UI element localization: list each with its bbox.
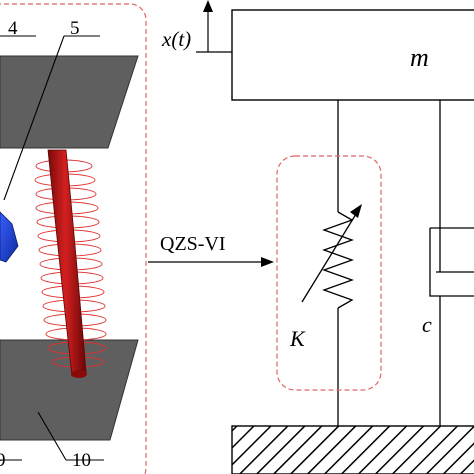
prototype-panel: 4 5 9 10 — [0, 3, 147, 474]
part-label-9: 9 — [0, 450, 6, 471]
top-plate — [0, 55, 139, 149]
damper — [429, 100, 474, 426]
qzs-vi-label: QZS-VI — [160, 233, 226, 255]
part-label-5: 5 — [70, 18, 80, 39]
damping-label: c — [422, 312, 432, 337]
mass-label: m — [410, 43, 429, 72]
arrow-head-icon — [261, 257, 274, 267]
part-label-10: 10 — [72, 450, 91, 471]
leader-lines — [0, 35, 104, 461]
rod-bottom-cap — [71, 370, 87, 378]
part-label-4: 4 — [8, 18, 18, 39]
mass-block — [231, 9, 474, 101]
vibration-isolator-model: x(t) m K c — [161, 0, 474, 474]
input-displacement-label: x(t) — [161, 27, 191, 51]
ground-hatched — [231, 425, 474, 474]
stiffness-label: K — [289, 326, 306, 351]
up-arrow-icon — [203, 0, 213, 12]
transform-arrow: QZS-VI — [148, 233, 274, 267]
variable-stiffness-spring — [322, 100, 354, 426]
bottom-plate — [0, 339, 139, 441]
blue-component — [0, 211, 19, 263]
prototype-dashed-outline — [0, 3, 147, 474]
diagonal-arrow-icon — [350, 204, 362, 218]
spring-dashed-outline — [276, 155, 382, 391]
